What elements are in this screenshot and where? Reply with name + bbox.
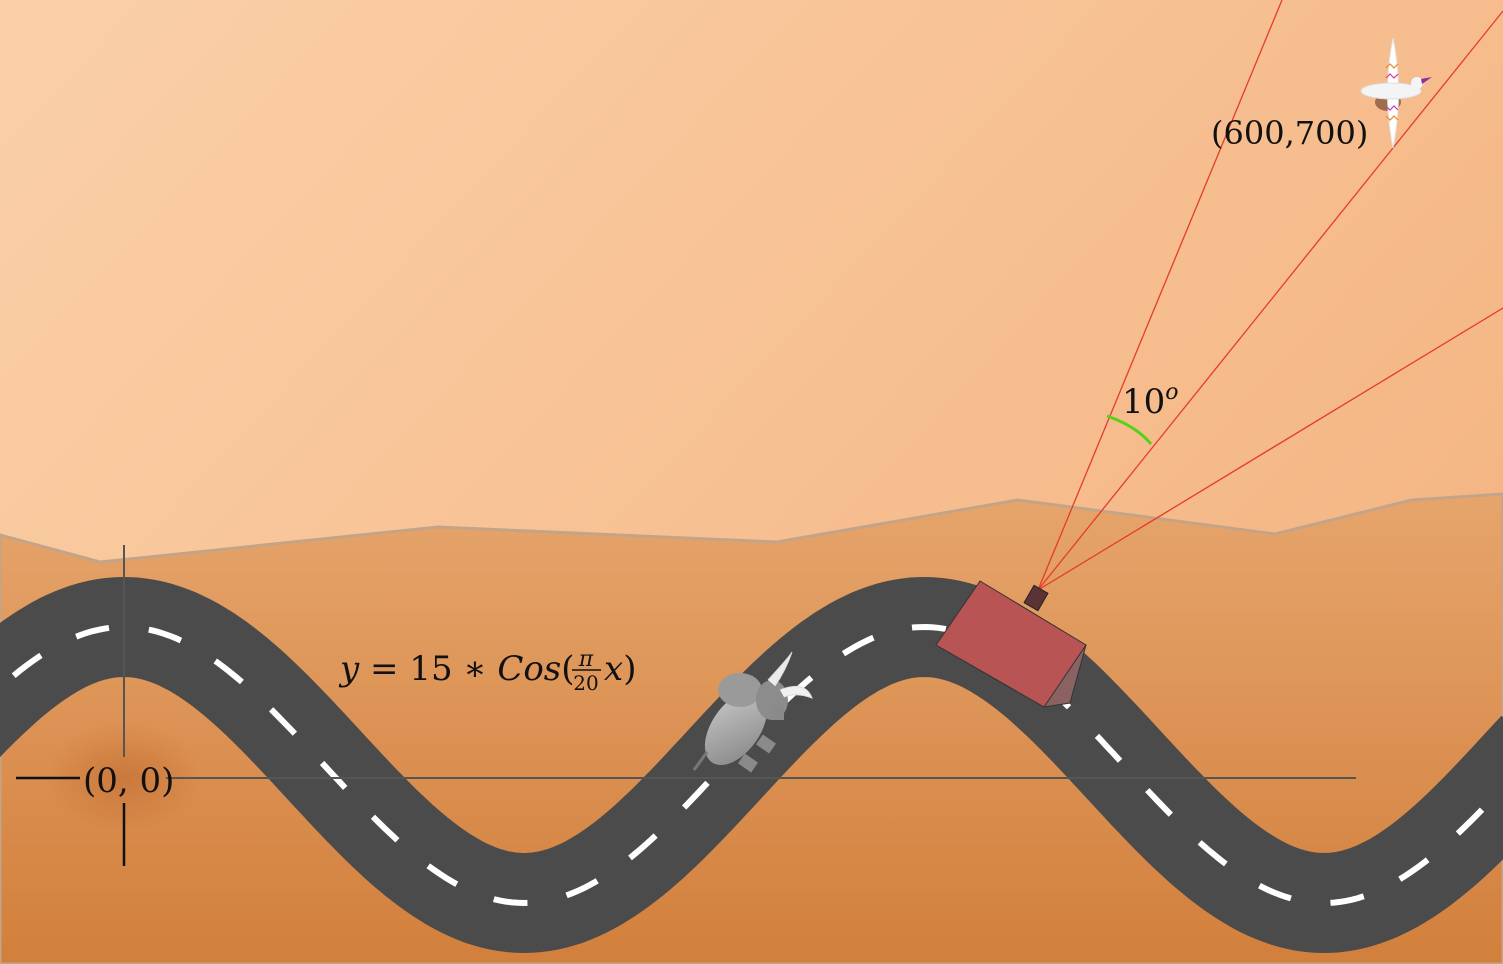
- axes: [16, 545, 1356, 866]
- equation-denominator: 20: [573, 671, 598, 695]
- origin-glow: [44, 723, 204, 833]
- vehicle-icon: [935, 580, 1087, 708]
- bird-beak: [1421, 77, 1432, 84]
- mammoth-tail: [692, 751, 709, 771]
- equation-variable: x: [604, 649, 623, 689]
- mammoth-body: [704, 690, 768, 766]
- equation-lhs: y: [338, 649, 360, 689]
- mammoth-leg: [738, 753, 758, 773]
- mammoth-tusk: [767, 651, 793, 687]
- bird-icon: [1360, 37, 1432, 149]
- bird-wing-pattern-2: [1385, 73, 1399, 79]
- bird-body: [1360, 82, 1422, 100]
- svg-text:x): x): [604, 649, 636, 689]
- svg-text:y = 15 ∗ Cos(: y = 15 ∗ Cos(: [338, 649, 575, 689]
- angle-arc: [1106, 414, 1153, 445]
- ray-left: [1037, 0, 1283, 591]
- bird-head: [1411, 77, 1423, 89]
- bird-wing-pattern-1: [1385, 63, 1399, 69]
- mammoth-leg: [772, 706, 784, 720]
- equation: y = 15 ∗ Cos( π 20 x): [338, 647, 636, 695]
- equation-open-paren: (: [561, 649, 574, 689]
- origin-label: (0, 0): [83, 761, 174, 801]
- equation-equals: = 15 ∗: [359, 649, 497, 689]
- ray-right: [1037, 307, 1503, 591]
- bird-wing-pattern-3: [1385, 105, 1399, 111]
- bird-wing-pattern-4: [1385, 115, 1399, 121]
- mammoth-leg: [756, 734, 776, 754]
- equation-numerator: π: [578, 647, 594, 672]
- vehicle-turret: [1023, 584, 1049, 612]
- sight-rays: [1037, 0, 1503, 591]
- equation-close-paren: ): [623, 649, 636, 689]
- mammoth-ear: [718, 673, 762, 707]
- vehicle-top: [935, 580, 1087, 708]
- equation-function: Cos: [497, 649, 561, 689]
- mammoth-tusk: [779, 685, 813, 699]
- angle-label: 10o: [1122, 380, 1179, 422]
- ray-center: [1037, 10, 1503, 591]
- target-label: (600,700): [1211, 114, 1368, 152]
- mammoth-icon: [692, 651, 813, 773]
